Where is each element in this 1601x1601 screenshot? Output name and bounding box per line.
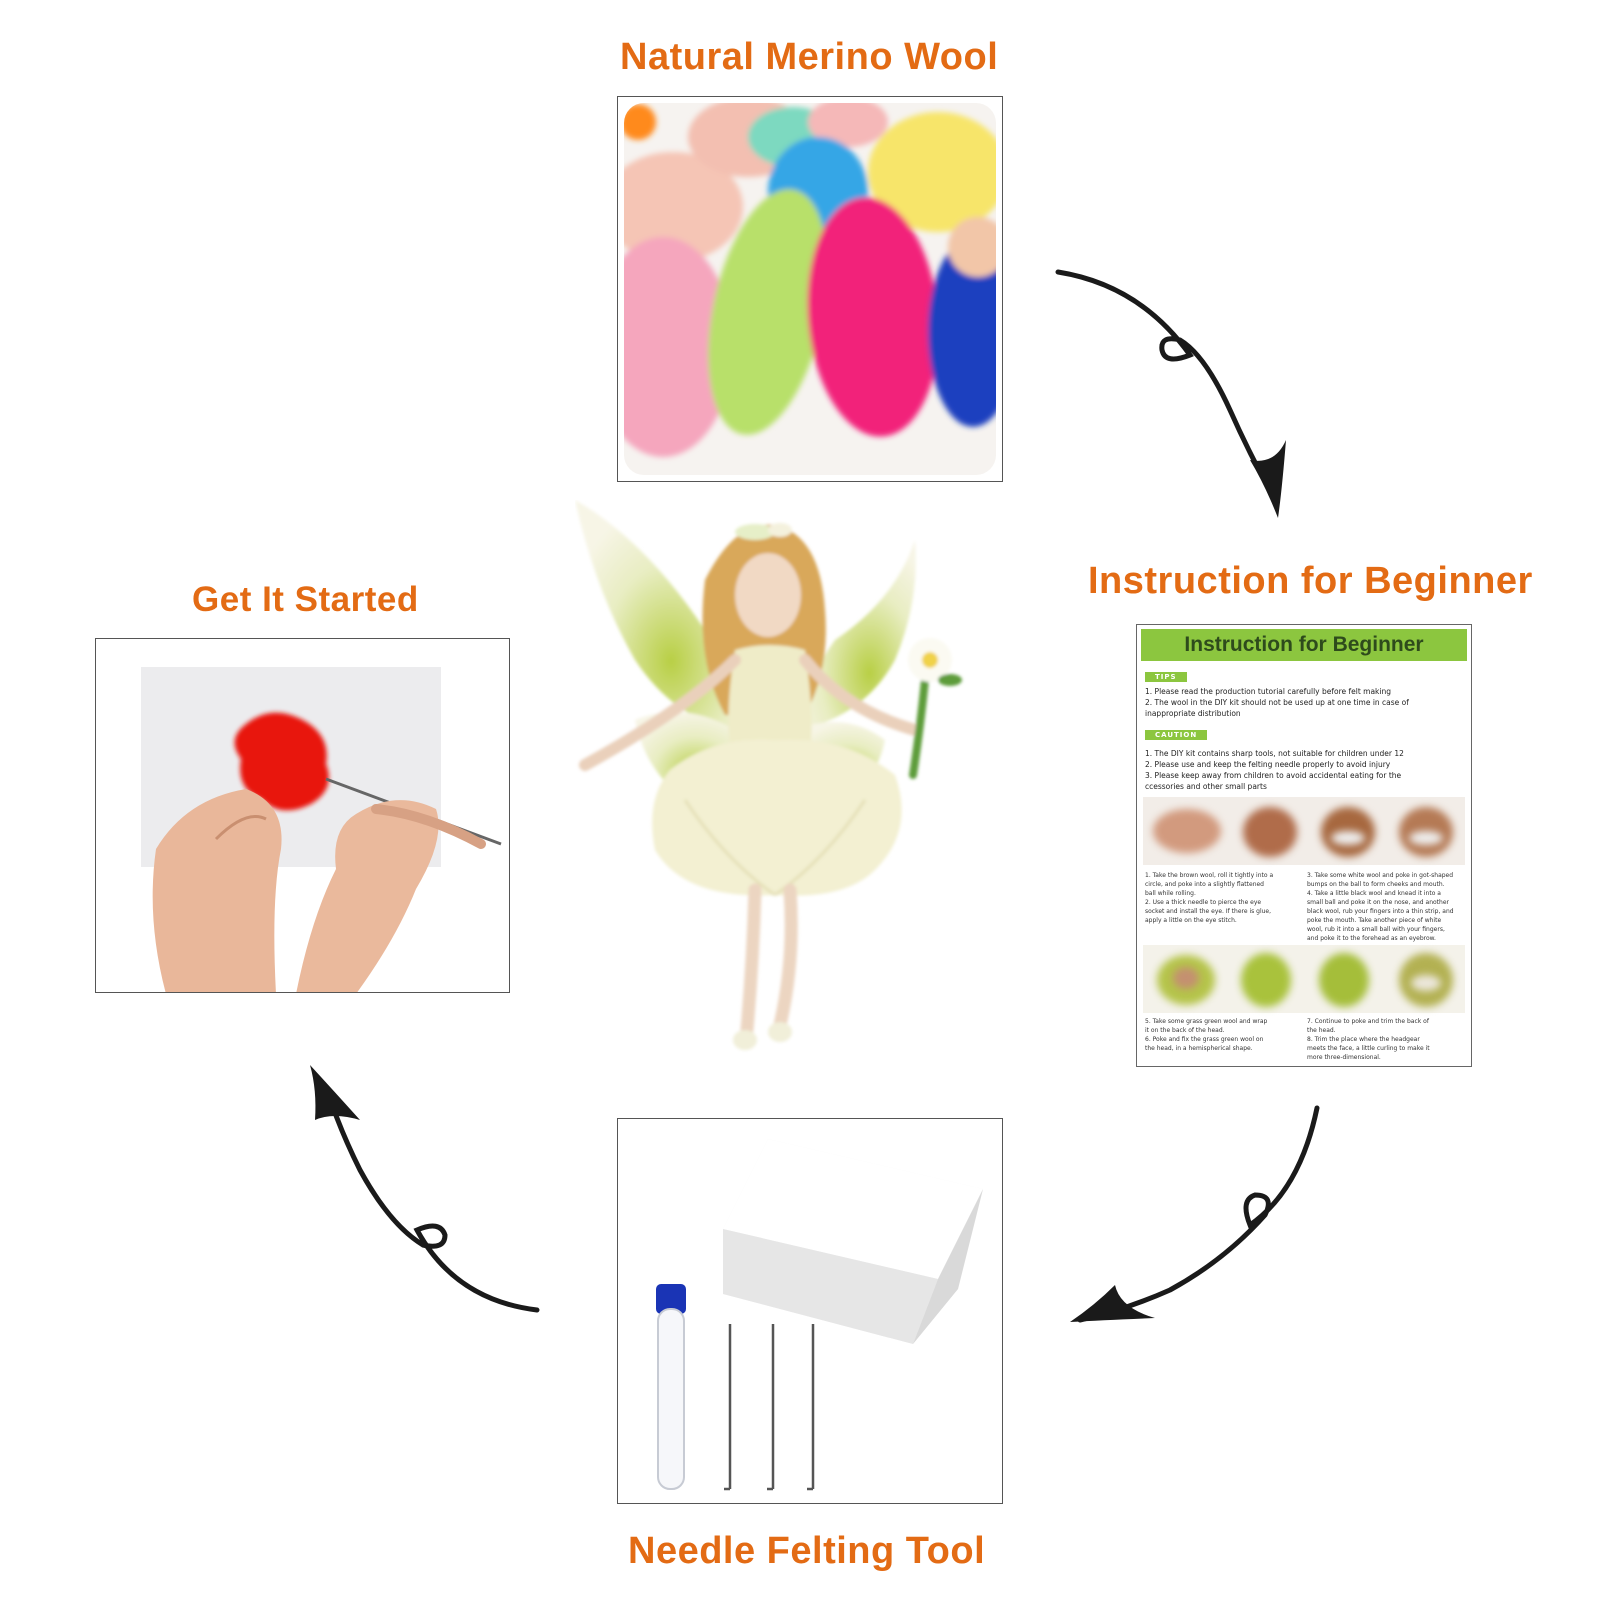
caution-line: 1. The DIY kit contains sharp tools, not… xyxy=(1145,749,1404,758)
step-line: wool, rub it into a small ball with your… xyxy=(1307,926,1445,933)
get-it-started-image xyxy=(95,638,510,993)
step-line: and poke it to the forehead as an eyebro… xyxy=(1307,935,1436,942)
step-line: 6. Poke and fix the grass green wool on xyxy=(1145,1036,1264,1043)
heading-get-it-started: Get It Started xyxy=(192,580,419,619)
step-line: 2. Use a thick needle to pierce the eye xyxy=(1145,899,1262,906)
step-line: more three-dimensional. xyxy=(1307,1054,1381,1061)
step-line: the head, in a hemispherical shape. xyxy=(1145,1045,1253,1052)
step-line: the head. xyxy=(1307,1027,1336,1034)
step-line: socket and install the eye. If there is … xyxy=(1145,908,1272,915)
merino-wool-image xyxy=(617,96,1003,482)
step-line: ball while rolling. xyxy=(1145,890,1196,897)
step-line: circle, and poke into a slightly flatten… xyxy=(1145,881,1264,888)
caution-tag: CAUTION xyxy=(1145,730,1208,740)
step-line: apply a little on the eye stitch. xyxy=(1145,917,1237,924)
step-line: 3. Take some white wool and poke in got-… xyxy=(1307,872,1454,879)
fairy-figure-image xyxy=(575,500,995,1060)
tip-line: inappropriate distribution xyxy=(1145,709,1241,718)
heading-needle-felting-tool: Needle Felting Tool xyxy=(628,1530,986,1572)
sheet-title: Instruction for Beginner xyxy=(1141,629,1467,661)
caution-line: ccessories and other small parts xyxy=(1145,782,1267,791)
curly-arrow-icon xyxy=(310,1065,540,1313)
caution-line: 2. Please use and keep the felting needl… xyxy=(1145,760,1391,769)
step-line: poke the mouth. Take another piece of wh… xyxy=(1307,917,1442,924)
caution-line: 3. Please keep away from children to avo… xyxy=(1145,771,1402,780)
step-line: black wool, rub your fingers into a thin… xyxy=(1307,908,1454,915)
step-line: bumps on the ball to form cheeks and mou… xyxy=(1307,881,1445,888)
steps-text-7-8: 7. Continue to poke and trim the back of… xyxy=(1307,1017,1467,1062)
step-line: 5. Take some grass green wool and wrap xyxy=(1145,1018,1268,1025)
tips-tag: TIPS xyxy=(1145,672,1187,682)
step-line: 8. Trim the place where the headgear xyxy=(1307,1036,1420,1043)
steps-text-3-4: 3. Take some white wool and poke in got-… xyxy=(1307,871,1467,943)
step-line: 4. Take a little black wool and knead it… xyxy=(1307,890,1441,897)
curly-arrow-icon xyxy=(1070,1105,1320,1323)
instruction-sheet: Instruction for Beginner TIPS 1. Please … xyxy=(1136,624,1472,1067)
step-photos-row-2 xyxy=(1143,945,1465,1013)
curly-arrow-icon xyxy=(1055,269,1286,518)
heading-natural-merino-wool: Natural Merino Wool xyxy=(620,36,999,78)
tip-line: 2. The wool in the DIY kit should not be… xyxy=(1145,698,1409,707)
step-photos-row-1 xyxy=(1143,797,1465,865)
needle-felting-tool-image xyxy=(617,1118,1003,1504)
tip-line: 1. Please read the production tutorial c… xyxy=(1145,687,1392,696)
step-line: meets the face, a little curling to make… xyxy=(1307,1045,1430,1052)
step-line: 7. Continue to poke and trim the back of xyxy=(1307,1018,1429,1025)
step-line: 1. Take the brown wool, roll it tightly … xyxy=(1145,872,1274,879)
steps-text-5-6: 5. Take some grass green wool and wrap i… xyxy=(1145,1017,1305,1053)
step-line: small ball and poke it on the nose, and … xyxy=(1307,899,1449,906)
heading-instruction-for-beginner: Instruction for Beginner xyxy=(1088,560,1533,602)
steps-text-1-2: 1. Take the brown wool, roll it tightly … xyxy=(1145,871,1300,925)
step-line: it on the back of the head. xyxy=(1145,1027,1225,1034)
